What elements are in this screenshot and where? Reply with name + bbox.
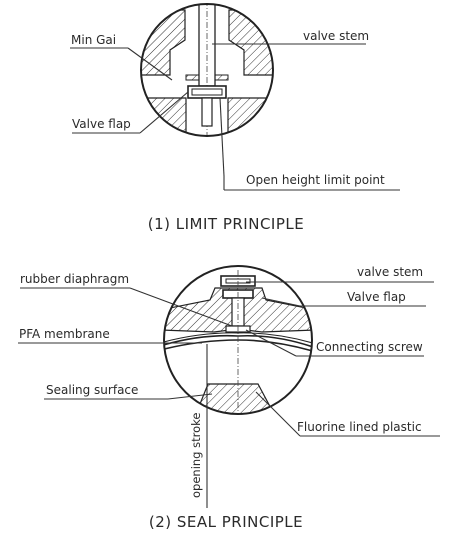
caption-limit-principle: (1) LIMIT PRINCIPLE: [148, 215, 304, 233]
limit-section-drawing: [141, 4, 273, 136]
label-opening-stroke: opening stroke: [189, 413, 203, 498]
label-pfa-membrane: PFA membrane: [19, 327, 110, 341]
label-min-gai: Min Gai: [71, 33, 116, 47]
label-valve-stem: valve stem: [303, 29, 369, 43]
label-valve-stem-2: valve stem: [357, 265, 423, 279]
caption-seal-principle: (2) SEAL PRINCIPLE: [149, 513, 303, 531]
label-open-height-limit-point: Open height limit point: [246, 173, 385, 187]
seal-section-drawing: [164, 266, 312, 414]
label-valve-flap: Valve flap: [72, 117, 131, 131]
limit-principle-diagram: Min Gai valve stem Valve flap Open heigh…: [70, 3, 400, 233]
label-rubber-diaphragm: rubber diaphragm: [20, 272, 129, 286]
label-connecting-screw: Connecting screw: [316, 340, 423, 354]
seal-principle-diagram: rubber diaphragm valve stem Valve flap P…: [18, 265, 440, 531]
label-sealing-surface: Sealing surface: [46, 383, 138, 397]
label-valve-flap-2: Valve flap: [347, 290, 406, 304]
label-fluorine-lined-plastic: Fluorine lined plastic: [297, 420, 422, 434]
